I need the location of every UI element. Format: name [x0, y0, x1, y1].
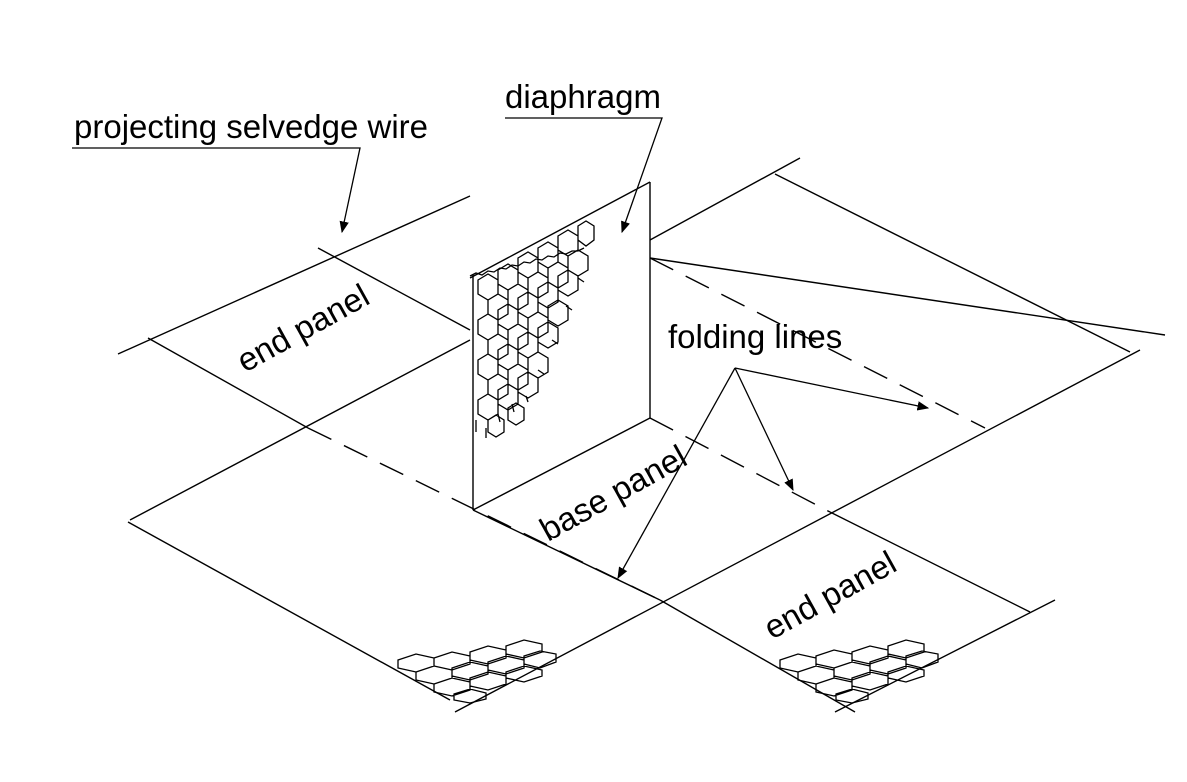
mesh-detail-right: [779, 639, 939, 704]
label-projecting-selvedge-wire: projecting selvedge wire: [74, 108, 428, 145]
folding-arrow-middle: [734, 367, 794, 492]
folding-line-right: [649, 257, 986, 429]
folding-line-left: [307, 427, 661, 601]
lower-long-edge: [454, 349, 1141, 713]
leaders: [72, 117, 930, 580]
bottom-left-cross-edge: [127, 521, 451, 701]
mesh-detail-left: [397, 639, 557, 704]
back-edge-right: [649, 157, 801, 241]
right-panel-top-edge: [829, 511, 1031, 613]
label-end-panel-left: end panel: [230, 276, 375, 379]
diaphragm-top-edge: [469, 181, 651, 279]
diaphragm-bottom-edge: [472, 417, 651, 511]
upper-long-edge-right: [649, 257, 1166, 336]
diaphragm-leader: [505, 117, 663, 234]
diaphragm-mesh: [469, 220, 595, 438]
panel-outline: [117, 157, 1166, 713]
front-edge-right: [834, 599, 1056, 713]
label-diaphragm: diaphragm: [505, 78, 661, 115]
label-folding-lines: folding lines: [668, 318, 842, 355]
far-end-cross-edge: [774, 173, 1131, 353]
upper-long-edge: [129, 339, 471, 521]
folding-line-middle: [649, 417, 831, 513]
folding-arrow-right: [734, 367, 930, 411]
folding-arrow-left: [617, 367, 736, 580]
label-end-panel-right: end panel: [757, 543, 902, 646]
left-end-lower-cross-edge: [147, 337, 309, 429]
selvedge-leader: [72, 147, 361, 234]
back-edge: [117, 195, 471, 355]
label-base-panel: base panel: [533, 437, 692, 548]
left-end-cross-edge: [317, 247, 471, 331]
folding-lines: [307, 257, 986, 601]
